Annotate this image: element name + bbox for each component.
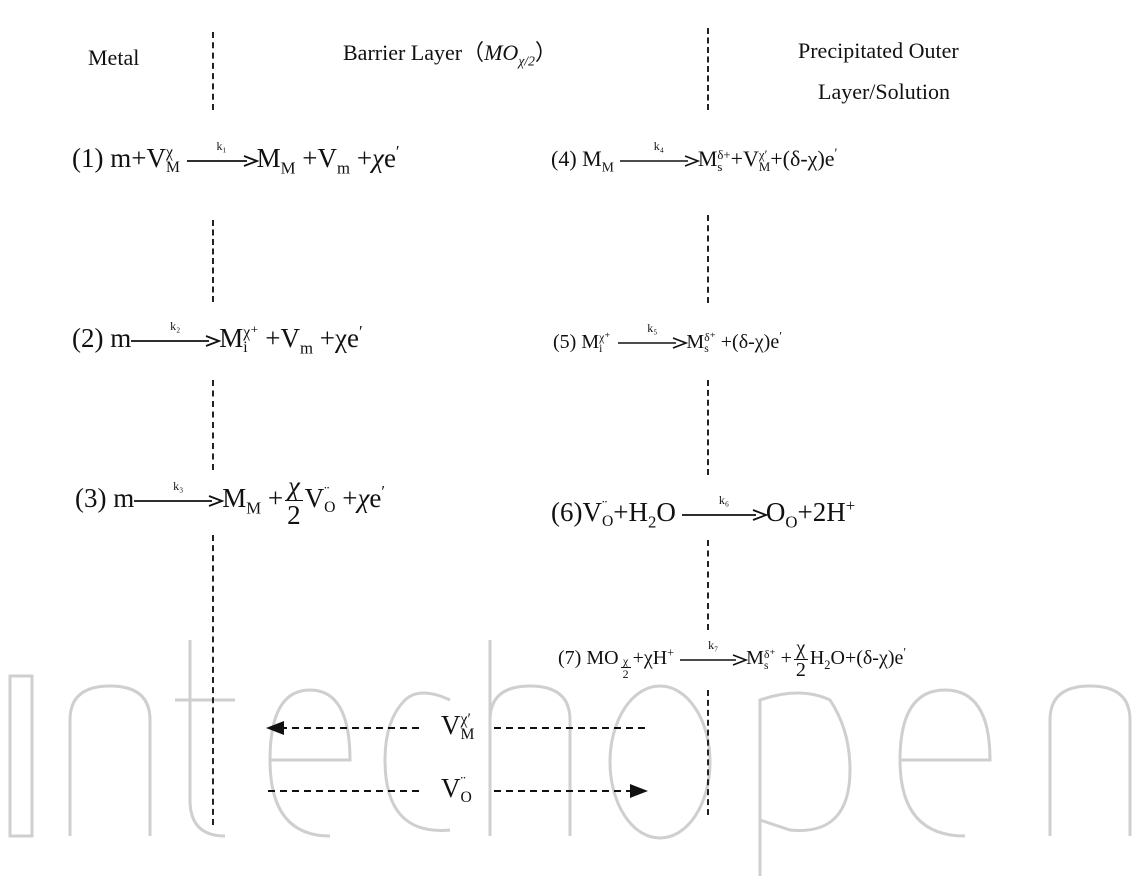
- outer-layer-header-line2: Layer/Solution: [818, 79, 950, 104]
- rate-constant: k₄: [653, 138, 664, 153]
- oxygen-vacancy-label: V¨O: [441, 773, 472, 806]
- outer-layer-header-line1: Precipitated Outer: [798, 38, 959, 63]
- barrier-layer-label: Barrier Layer（: [343, 40, 485, 65]
- reaction-arrow: k₆: [681, 494, 769, 521]
- reaction-arrow: k₇: [680, 639, 749, 666]
- barrier-formula: MO: [484, 40, 519, 65]
- metal-barrier-interface: [212, 380, 214, 470]
- reaction-arrow: k₃: [134, 480, 225, 507]
- metal-barrier-interface: [212, 535, 214, 825]
- barrier-outer-interface: [707, 690, 709, 815]
- reaction-number: (3): [75, 483, 107, 514]
- oxygen-vacancy-flux-arrow: [268, 784, 648, 798]
- barrier-outer-interface: [707, 215, 709, 303]
- reaction-arrow: k₁: [186, 140, 260, 167]
- rate-constant: k₇: [708, 637, 719, 652]
- barrier-formula-subscript: χ/2: [518, 53, 535, 69]
- barrier-layer-header: Barrier Layer（MOχ/2）: [343, 40, 557, 68]
- rate-constant: k₂: [170, 318, 181, 333]
- rate-constant: k₆: [718, 492, 729, 507]
- barrier-outer-interface: [707, 380, 709, 475]
- reaction-number: (1): [72, 143, 104, 173]
- metal-header: Metal: [88, 45, 140, 70]
- barrier-outer-interface: [707, 540, 709, 630]
- cation-vacancy-flux-arrow: [266, 721, 650, 735]
- metal-barrier-interface: [212, 32, 214, 110]
- reaction-arrow: k₄: [619, 140, 701, 167]
- reaction-number: (5): [553, 331, 577, 353]
- rate-constant: k₁: [216, 138, 227, 153]
- reaction-number: (4): [551, 146, 577, 171]
- rate-constant: k₅: [647, 321, 658, 336]
- barrier-layer-close: ）: [534, 40, 557, 65]
- reaction-number: (2): [72, 323, 104, 353]
- reaction-arrow: k₅: [618, 322, 689, 350]
- reaction-arrow: k₂: [131, 320, 222, 347]
- reaction-number: (7): [558, 647, 582, 670]
- barrier-outer-interface: [707, 28, 709, 110]
- reaction-number: (6): [551, 497, 583, 527]
- rate-constant: k₃: [173, 478, 184, 493]
- metal-barrier-interface: [212, 220, 214, 302]
